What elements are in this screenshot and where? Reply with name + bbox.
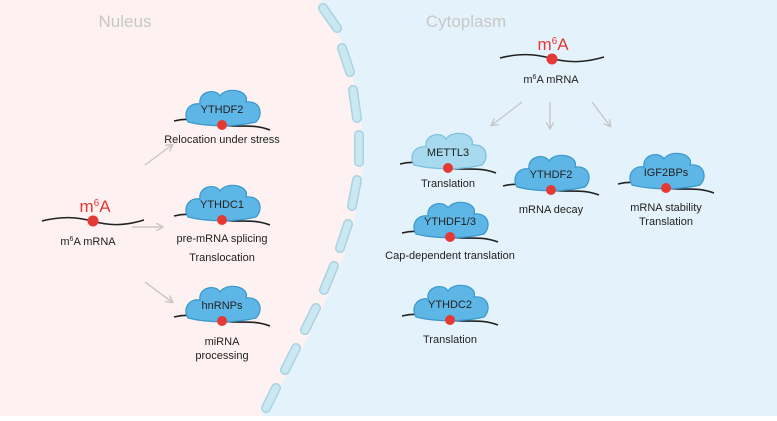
arrow-to-nucleus-ythdf2 xyxy=(144,145,172,166)
cytoplasm-reader-2-m6a-site xyxy=(661,183,671,193)
cytoplasm-reader-1-protein-label: YTHDF2 xyxy=(530,169,573,181)
nucleus-reader-0-protein-label: YTHDF2 xyxy=(201,104,244,116)
nucleus-reader-0-caption-0: Relocation under stress xyxy=(164,134,280,146)
cytoplasm-reader-4-caption-0: Translation xyxy=(423,334,477,346)
cytoplasm-reader-4-protein-label: YTHDC2 xyxy=(428,299,472,311)
nucleus-reader-0-m6a-site xyxy=(217,120,227,130)
cytoplasm-reader-0-caption-0: Translation xyxy=(421,178,475,190)
nucleus-m6a-site xyxy=(87,215,99,227)
nucleus-reader-2: hnRNPs miRNA processing xyxy=(173,285,271,362)
cytoplasm-reader-0-protein-cloud xyxy=(411,132,487,170)
nucleus-reader-1-caption-0: pre-mRNA splicing xyxy=(176,233,267,245)
cytoplasm-reader-2-caption-0: mRNA stability xyxy=(630,202,702,214)
cytoplasm-reader-1: YTHDF2 mRNA decay xyxy=(502,154,600,216)
cytoplasm-reader-2-protein-cloud xyxy=(629,152,705,190)
cytoplasm-reader-3-protein-label: YTHDF1/3 xyxy=(424,216,476,228)
cytoplasm-reader-4-protein-cloud xyxy=(413,284,489,322)
nucleus-m6a-mark: m6A xyxy=(79,197,111,216)
cytoplasm-m6a-mark: m6A xyxy=(537,35,569,54)
nucleus-reader-1-m6a-site xyxy=(217,215,227,225)
nuclear-membrane xyxy=(261,3,364,413)
cytoplasm-reader-1-caption-0: mRNA decay xyxy=(519,204,584,216)
cytoplasm-reader-4-m6a-site xyxy=(445,315,455,325)
cytoplasm-reader-1-m6a-site xyxy=(546,185,556,195)
nucleus-reader-1-caption-1: Translocation xyxy=(189,252,255,264)
nucleus-reader-2-caption-0: miRNA xyxy=(205,336,240,348)
nucleus-reader-2-m6a-site xyxy=(217,316,227,326)
nucleus-reader-2-caption-1: processing xyxy=(195,350,248,362)
cytoplasm-reader-2-protein-label: IGF2BPs xyxy=(644,167,689,179)
cytoplasm-reader-2-caption-1: Translation xyxy=(639,216,693,228)
nucleus-reader-1-protein-label: YTHDC1 xyxy=(200,199,244,211)
cytoplasm-reader-3-m6a-site xyxy=(445,232,455,242)
nucleus-label: Nuleus xyxy=(99,12,152,31)
cytoplasm-reader-0-protein-label: METTL3 xyxy=(427,147,469,159)
nucleus-reader-2-protein-cloud xyxy=(185,285,261,323)
nucleus-reader-2-protein-label: hnRNPs xyxy=(202,300,243,312)
cytoplasm-region xyxy=(262,0,777,416)
nucleus-m6a-mrna-label: m6A mRNA xyxy=(60,236,116,248)
arrow-to-cytoplasm-igf2bps xyxy=(591,101,610,126)
cytoplasm-reader-0-m6a-site xyxy=(443,163,453,173)
cytoplasm-reader-3-caption-0: Cap-dependent translation xyxy=(385,250,515,262)
cytoplasm-m6a-site xyxy=(546,53,558,65)
arrow-to-nucleus-hnrnps xyxy=(144,281,172,302)
cytoplasm-label: Cytoplasm xyxy=(426,12,506,31)
nucleus-reader-1-protein-cloud xyxy=(185,184,261,222)
cytoplasm-reader-1-protein-cloud xyxy=(514,154,590,192)
cytoplasm-reader-3-protein-cloud xyxy=(413,201,489,239)
cytoplasm-m6a-mrna-label: m6A mRNA xyxy=(523,74,579,86)
arrow-to-cytoplasm-mettl3 xyxy=(492,101,523,125)
nucleus-reader-0-protein-cloud xyxy=(185,89,261,127)
